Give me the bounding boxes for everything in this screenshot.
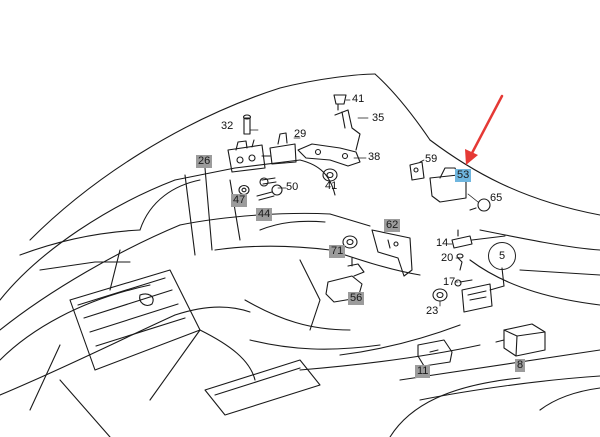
callout-17: 17 xyxy=(443,276,456,288)
tag-56: 56 xyxy=(348,292,365,305)
callout-59: 59 xyxy=(425,153,438,165)
component-26 xyxy=(227,139,266,173)
component-44-bolt xyxy=(256,177,283,201)
callout-65: 65 xyxy=(490,192,503,204)
component-17-bolt xyxy=(454,279,473,287)
callout-32: 32 xyxy=(221,120,234,132)
component-11-bracket xyxy=(417,339,453,367)
component-71-bushing xyxy=(342,235,358,249)
component-62-bracket xyxy=(371,229,413,277)
callout-41-nut: 41 xyxy=(325,180,338,192)
component-59-bracket xyxy=(409,161,425,181)
callout-29: 29 xyxy=(294,128,307,140)
callout-14: 14 xyxy=(436,237,449,249)
callout-23: 23 xyxy=(426,305,439,317)
callout-38: 38 xyxy=(368,151,381,163)
component-38-bracket xyxy=(297,143,361,167)
component-41-top xyxy=(333,94,347,111)
tag-26: 26 xyxy=(196,155,213,168)
component-20-screw xyxy=(456,253,464,271)
component-32 xyxy=(242,114,252,135)
highlight-arrow xyxy=(465,94,504,165)
callout-41-top: 41 xyxy=(352,93,365,105)
tag-71: 71 xyxy=(329,245,346,258)
component-65-screw xyxy=(469,198,491,212)
vehicle-body-outline xyxy=(0,73,600,437)
grille-outline xyxy=(29,269,321,437)
tag-47: 47 xyxy=(231,194,248,207)
leader-lines xyxy=(249,99,503,307)
tag-8: 8 xyxy=(515,359,526,372)
callout-5-circle: 5 xyxy=(488,242,516,270)
callout-35: 35 xyxy=(372,112,385,124)
component-8-box xyxy=(495,323,546,357)
tag-11: 11 xyxy=(415,365,431,378)
callout-50: 50 xyxy=(286,181,299,193)
component-23-grommet xyxy=(432,288,448,302)
tag-62: 62 xyxy=(384,219,401,232)
callout-20: 20 xyxy=(441,252,454,264)
tag-44: 44 xyxy=(256,208,273,221)
component-35-bracket xyxy=(334,109,361,151)
tag-53-highlighted: 53 xyxy=(455,169,472,182)
component-29 xyxy=(261,132,297,165)
component-5-module xyxy=(461,267,505,313)
component-14-clip xyxy=(451,229,506,249)
